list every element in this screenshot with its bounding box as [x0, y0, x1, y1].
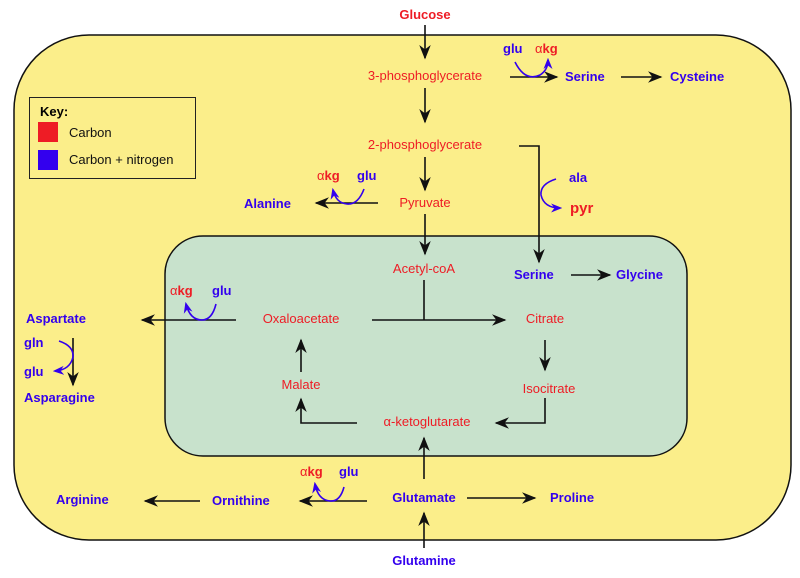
cofactor-glu-serine: glu [503, 41, 523, 56]
node-2-phosphoglycerate: 2-phosphoglycerate [367, 137, 483, 152]
node-serine-cytoplasm: Serine [565, 69, 605, 84]
alpha-symbol: α [300, 464, 308, 479]
node-asparagine: Asparagine [24, 390, 95, 405]
node-oxaloacetate: Oxaloacetate [262, 311, 340, 326]
node-glycine: Glycine [616, 267, 663, 282]
node-acetyl-coa: Acetyl-coA [392, 261, 456, 276]
curve-glu-akg-serine [514, 57, 553, 78]
arrow-akg-malate [295, 397, 357, 424]
cofactor-glu-asparagine: glu [24, 364, 44, 379]
node-aspartate: Aspartate [26, 311, 86, 326]
kg-text: kg [307, 464, 323, 479]
cofactor-akg-aspartate: αkg [170, 283, 193, 299]
cofactor-glu-aspartate: glu [212, 283, 232, 298]
carbon-swatch [38, 122, 58, 142]
node-glutamine: Glutamine [392, 553, 456, 568]
carbon-nitrogen-swatch [38, 150, 58, 170]
node-alpha-ketoglutarate: α-ketoglutarate [383, 414, 471, 429]
alpha-symbol: α [170, 283, 178, 298]
alpha-symbol: α [535, 41, 543, 56]
node-arginine: Arginine [56, 492, 109, 507]
node-malate: Malate [281, 377, 321, 392]
cofactor-glu-alanine: glu [357, 168, 377, 183]
cofactor-akg-serine: αkg [535, 41, 558, 57]
legend-key: Key: Carbon Carbon + nitrogen [29, 97, 196, 179]
arrow-2pg-serine-mito [519, 145, 545, 264]
curve-glu-akg-alanine [330, 187, 365, 205]
cofactor-ala: ala [569, 170, 588, 185]
node-glucose: Glucose [399, 7, 451, 22]
node-proline: Proline [550, 490, 595, 505]
curve-ala-pyr [540, 178, 563, 213]
node-serine-mitochondria: Serine [514, 267, 554, 282]
curve-glu-akg-oaa [183, 301, 217, 321]
alpha-symbol: α [317, 168, 325, 183]
node-alanine: Alanine [244, 196, 291, 211]
curve-gln-glu-aspartate [52, 340, 74, 375]
node-glutamate: Glutamate [392, 490, 456, 505]
node-isocitrate: Isocitrate [522, 381, 576, 396]
cofactor-pyr: pyr [570, 200, 594, 217]
cofactor-glu-ornithine: glu [339, 464, 359, 479]
legend-carbon-label: Carbon [69, 125, 112, 140]
kg-text: kg [324, 168, 340, 183]
cofactor-gln-asparagine: gln [24, 335, 44, 350]
node-pyruvate: Pyruvate [399, 195, 451, 210]
kg-text: kg [177, 283, 193, 298]
node-citrate: Citrate [525, 311, 565, 326]
cofactor-akg-ornithine: αkg [300, 464, 323, 480]
cofactor-akg-alanine: αkg [317, 168, 340, 184]
node-3-phosphoglycerate: 3-phosphoglycerate [367, 68, 483, 83]
arrow-isocitrate-akg [494, 398, 546, 429]
node-cysteine: Cysteine [670, 69, 725, 84]
legend-carbon-nitrogen-label: Carbon + nitrogen [69, 152, 174, 167]
node-ornithine: Ornithine [212, 493, 270, 508]
legend-title: Key: [40, 104, 69, 119]
curve-glu-akg-glutamate [312, 481, 345, 502]
kg-text: kg [542, 41, 558, 56]
